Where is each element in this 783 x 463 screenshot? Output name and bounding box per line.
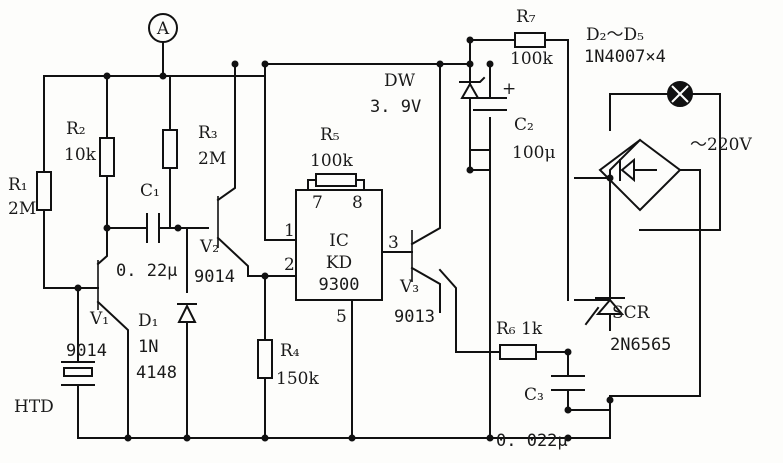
capacitor-c1: [146, 213, 160, 243]
c3-label: C₃: [524, 385, 544, 405]
capacitor-c3: [551, 375, 585, 391]
htd-label: HTD: [14, 397, 54, 417]
r4-value: 150k: [276, 369, 319, 389]
r2-label: R₂: [66, 119, 86, 139]
diode-d1: [177, 303, 197, 323]
resistor-r6: [499, 344, 537, 360]
resistor-r2: [99, 137, 115, 177]
d1-type-a: 1N: [138, 337, 158, 357]
ic-text-c: 9300: [319, 275, 360, 295]
ic-pin7: 7: [312, 193, 323, 213]
r6-label: R₆ 1k: [496, 319, 543, 339]
d1-type-b: 4148: [136, 363, 177, 383]
r4-label: R₄: [280, 341, 300, 361]
lamp-icon: [667, 81, 693, 107]
bridge-rectifier: [598, 138, 682, 212]
svg-text:A: A: [156, 19, 170, 39]
c1-value: 0. 22μ: [116, 261, 177, 281]
zener-dw: [459, 76, 486, 99]
v2-type: 9014: [194, 267, 235, 287]
d2d5-label: D₂～D₅: [586, 25, 644, 45]
ic-pin8: 8: [352, 193, 363, 213]
r1-value: 2M: [8, 199, 36, 219]
scr-type: 2N6565: [610, 335, 671, 355]
ic-kd9300: IC KD 9300 1 2 3 5 7 8: [284, 173, 399, 327]
v1-type: 9014: [66, 341, 107, 361]
capacitor-c2: [473, 97, 507, 111]
dw-label: DW: [384, 71, 416, 91]
r7-value: 100k: [510, 49, 553, 69]
d2d5-type: 1N4007×4: [584, 47, 666, 67]
v3-label: V₃: [399, 277, 419, 297]
d1-label: D₁: [138, 311, 158, 331]
ic-pin3: 3: [388, 233, 399, 253]
ic-text-a: IC: [329, 231, 349, 251]
r3-value: 2M: [198, 149, 226, 169]
resistor-r1: [36, 171, 52, 211]
resistor-r3: [162, 129, 178, 169]
r5-value: 100k: [310, 151, 353, 171]
mains-label: ～220V: [690, 135, 752, 155]
scr-thyristor: [584, 297, 625, 331]
junction-dots: [74, 36, 614, 442]
v2-label: V₂: [199, 237, 219, 257]
c2-value: 100μ: [512, 143, 556, 163]
piezo-htd: [61, 361, 95, 386]
r5-label: R₅: [320, 125, 340, 145]
wires: [43, 39, 721, 439]
c2-label: C₂: [514, 115, 534, 135]
test-point-a: A: [148, 13, 178, 43]
ic-pin1: 1: [284, 221, 295, 241]
r2-value: 10k: [64, 145, 97, 165]
resistor-r7: [514, 32, 546, 48]
c1-label: C₁: [140, 181, 160, 201]
c3-value: 0. 022μ: [496, 431, 568, 451]
v3-type: 9013: [394, 307, 435, 327]
ic-pin5: 5: [336, 307, 347, 327]
c2-plus: +: [502, 79, 516, 99]
resistor-r4: [257, 339, 273, 379]
ic-text-b: KD: [326, 253, 352, 273]
scr-label: SCR: [612, 303, 651, 323]
dw-value: 3. 9V: [370, 97, 421, 117]
ic-pin2: 2: [284, 255, 295, 275]
r7-label: R₇: [516, 7, 536, 27]
r1-label: R₁: [8, 175, 28, 195]
r3-label: R₃: [198, 123, 218, 143]
v1-label: V₁: [89, 309, 109, 329]
